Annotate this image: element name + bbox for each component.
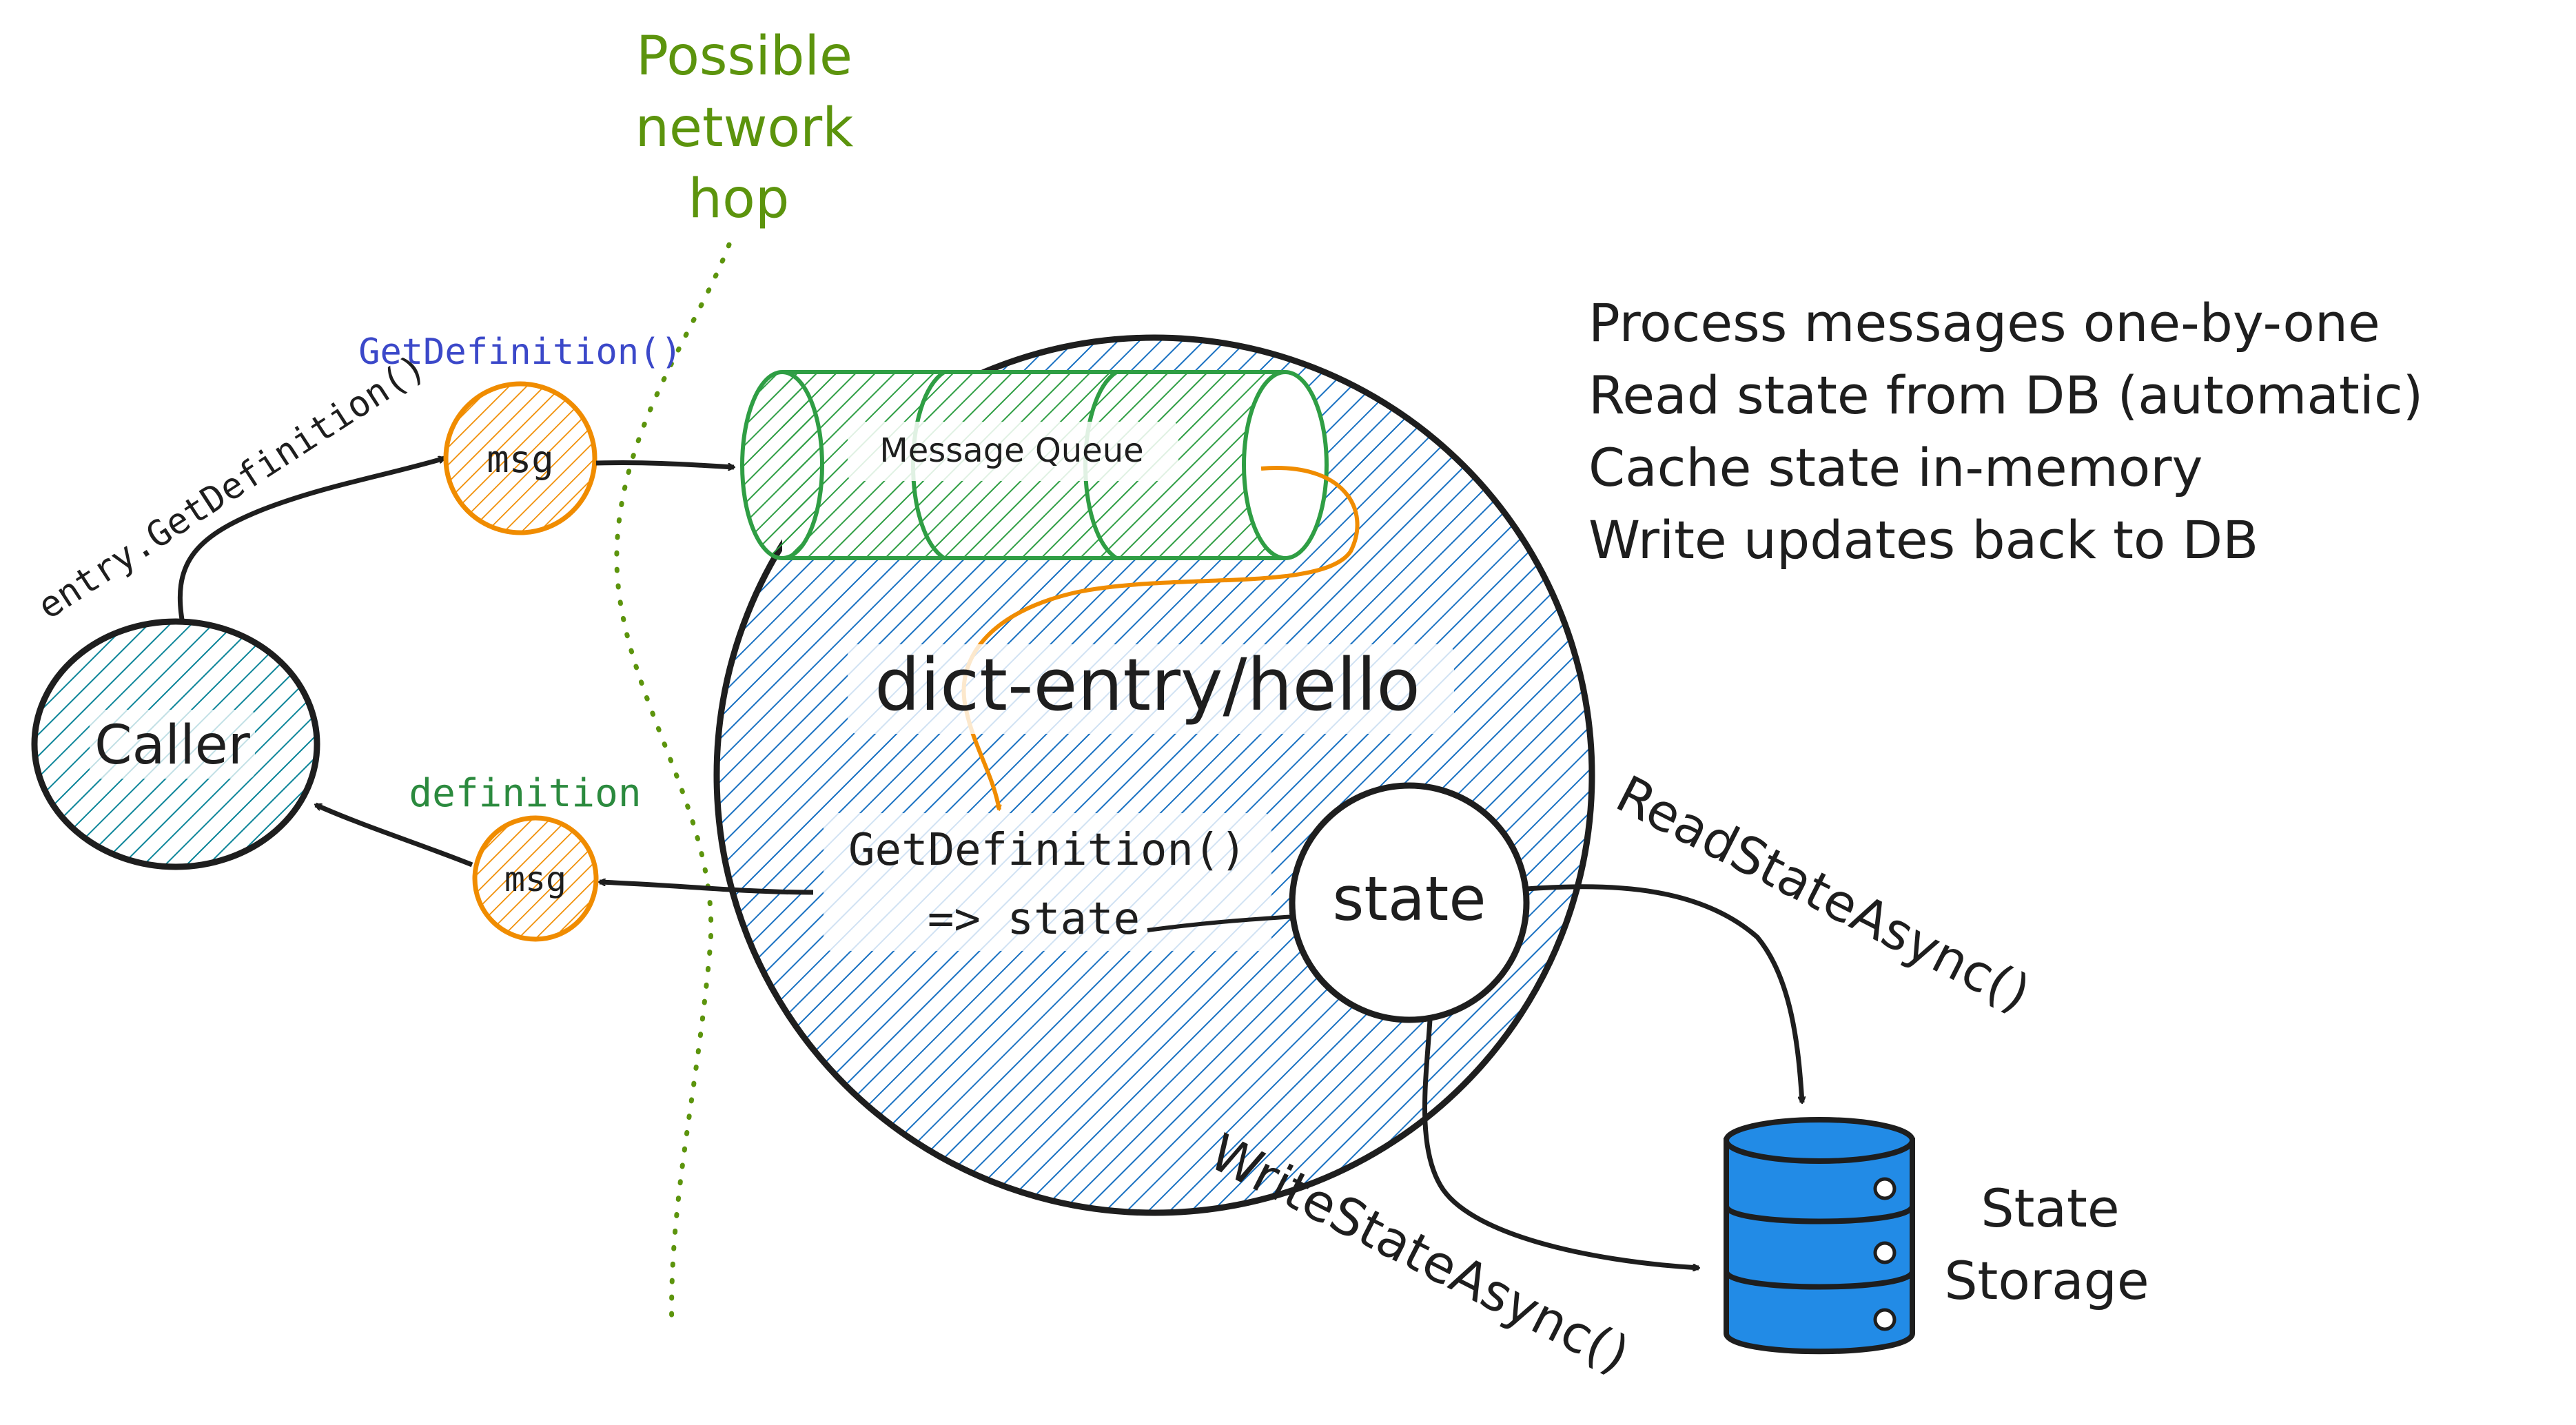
read-state-arrow xyxy=(1526,884,1802,1103)
message-queue xyxy=(740,370,1329,560)
note-line-4: Write updates back to DB xyxy=(1588,509,2258,571)
write-state-arrow xyxy=(1422,1019,1699,1268)
response-message-node xyxy=(472,815,599,942)
network-hop-label-1: Possible xyxy=(636,25,852,88)
outgoing-message-label: GetDefinition() xyxy=(358,331,682,373)
outgoing-message-node xyxy=(443,381,597,535)
state-circle xyxy=(1289,782,1530,1023)
state-storage-label-1: State xyxy=(1981,1178,2119,1239)
state-label: state xyxy=(1333,863,1486,934)
response-to-caller-arrow xyxy=(316,802,473,868)
network-hop-line xyxy=(614,242,732,1333)
grain-method-line-2: => state xyxy=(928,894,1140,945)
response-message-label: definition xyxy=(409,771,641,816)
caller-label: Caller xyxy=(94,715,251,777)
outgoing-message-node-label: msg xyxy=(487,438,554,481)
state-storage-database-icon xyxy=(1724,1117,1915,1355)
grain-method-line-1: GetDefinition() xyxy=(848,825,1247,876)
grain-to-response-arrow xyxy=(600,882,814,895)
response-message-node-label: msg xyxy=(504,859,566,899)
method-to-state-arrow xyxy=(1147,916,1296,932)
write-state-label: WriteStateAsync() xyxy=(1200,1122,1639,1385)
note-line-2: Read state from DB (automatic) xyxy=(1588,365,2423,426)
note-line-3: Cache state in-memory xyxy=(1588,437,2202,498)
call-label: entry.GetDefinition() xyxy=(30,347,433,628)
message-to-queue-arrow xyxy=(595,460,734,467)
network-hop-label-3: hop xyxy=(688,168,790,230)
message-queue-label: Message Queue xyxy=(879,431,1143,470)
state-storage-label-2: Storage xyxy=(1944,1250,2149,1311)
network-hop-label-2: network xyxy=(635,97,854,159)
note-line-1: Process messages one-by-one xyxy=(1588,292,2380,353)
grain-label: dict-entry/hello xyxy=(875,643,1420,727)
call-arrow xyxy=(177,458,444,624)
